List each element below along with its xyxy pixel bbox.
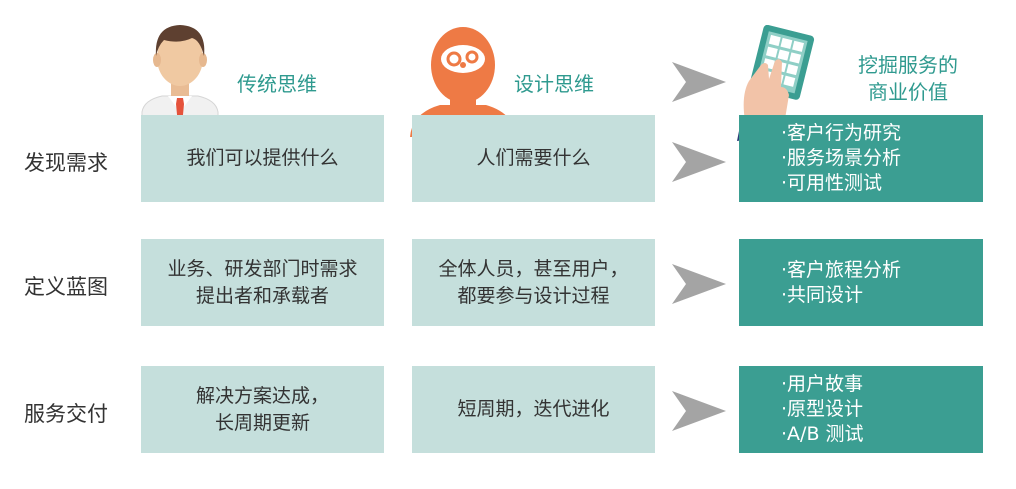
column-title-traditional: 传统思维 — [237, 72, 317, 96]
design-box: 短周期，迭代进化 — [412, 366, 655, 453]
design-box: 人们需要什么 — [412, 115, 655, 202]
box-text: 我们可以提供什么 — [186, 147, 339, 169]
traditional-box: 解决方案达成， 长周期更新 — [141, 366, 384, 453]
column-title-design: 设计思维 — [514, 72, 594, 96]
box-text: 人们需要什么 — [476, 147, 591, 169]
row-label-discover: 发现需求 — [24, 151, 108, 175]
value-box: ·用户故事 ·原型设计 ·A/B 测试 — [739, 366, 983, 453]
design-box: 全体人员，甚至用户， 都要参与设计过程 — [412, 239, 655, 326]
box-text: 短周期，迭代进化 — [457, 398, 610, 420]
box-text: 业务、研发部门时需求 — [167, 257, 358, 280]
value-box: ·客户旅程分析 ·共同设计 — [739, 239, 983, 326]
row-label-blueprint: 定义蓝图 — [24, 275, 108, 299]
list-item: ·服务场景分析 — [781, 147, 902, 169]
row-label-delivery: 服务交付 — [24, 402, 108, 426]
box-text: 全体人员，甚至用户， — [438, 257, 629, 280]
list-item: ·用户故事 — [781, 373, 864, 395]
list-item: ·客户旅程分析 — [781, 258, 902, 281]
box-text: 长周期更新 — [214, 411, 310, 434]
traditional-box: 业务、研发部门时需求 提出者和承载者 — [141, 239, 384, 326]
column-title-value: 挖掘服务的 商业价值 — [833, 52, 983, 106]
box-text: 解决方案达成， — [195, 384, 329, 407]
arrow-right-icon — [672, 142, 726, 182]
arrow-right-icon — [672, 264, 726, 304]
column-title-value-line2: 商业价值 — [868, 80, 948, 104]
box-text: 都要参与设计过程 — [457, 284, 610, 307]
value-box: ·客户行为研究 ·服务场景分析 ·可用性测试 — [739, 115, 983, 202]
column-title-value-line1: 挖掘服务的 — [858, 53, 958, 77]
arrow-right-icon — [672, 391, 726, 431]
list-item: ·A/B 测试 — [781, 423, 864, 445]
arrow-right-icon — [672, 62, 726, 102]
box-text: 提出者和承载者 — [195, 284, 329, 307]
traditional-box: 我们可以提供什么 — [141, 115, 384, 202]
list-item: ·客户行为研究 — [781, 122, 902, 144]
list-item: ·可用性测试 — [781, 172, 883, 194]
list-item: ·原型设计 — [781, 398, 864, 420]
list-item: ·共同设计 — [781, 283, 864, 306]
